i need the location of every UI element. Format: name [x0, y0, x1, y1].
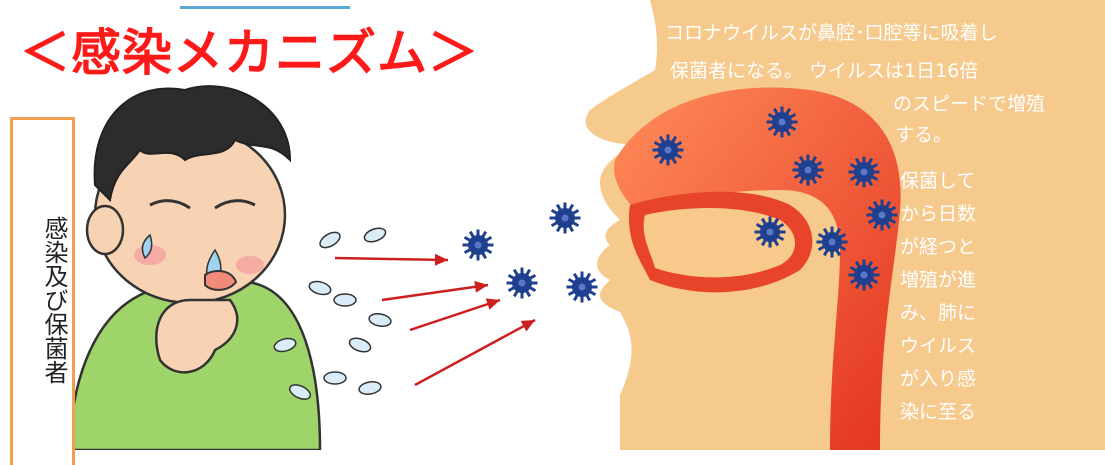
virus-icon	[507, 268, 538, 299]
droplet-icon	[368, 312, 392, 328]
virus-icon	[463, 230, 494, 261]
droplet-icon	[358, 380, 382, 396]
note-column-line: ウイルス	[900, 335, 1010, 368]
tongue	[644, 208, 795, 277]
sneezing-boy	[70, 86, 320, 450]
arrow-right-icon	[382, 281, 488, 300]
droplet-icon	[308, 279, 332, 296]
note-column-line: 染に至る	[900, 401, 1010, 434]
note-column-line: から日数	[900, 203, 1010, 236]
arrow-right-icon	[415, 320, 535, 385]
droplet-icon	[334, 294, 356, 306]
note-column-line: が経つと	[900, 236, 1010, 269]
boy-ear	[87, 206, 123, 254]
note-column-line: 増殖が進	[900, 269, 1010, 302]
note-column: 保菌して から日数 が経つと 増殖が進 み、肺に ウイルス が入り感 染に至る	[900, 170, 1010, 434]
arrow-group	[335, 254, 535, 385]
arrow-right-icon	[410, 298, 500, 330]
boy-cheek	[236, 256, 264, 274]
page-title: ＜感染メカニズム＞	[20, 28, 479, 78]
note-column-line: 保菌して	[900, 170, 1010, 203]
neck	[700, 291, 830, 450]
note-line-3: のスピードで増殖	[893, 93, 1093, 116]
virus-icon	[567, 272, 598, 303]
droplet-icon	[348, 336, 373, 355]
droplet-icon	[317, 229, 342, 250]
arrow-right-icon	[335, 254, 448, 266]
note-line-1: コロナウイルスが鼻腔･口腔等に吸着し	[665, 22, 1105, 45]
note-column-line: が入り感	[900, 368, 1010, 401]
side-label: 感染及び保菌者	[12, 165, 70, 435]
droplet-icon	[324, 372, 346, 384]
note-column-line: み、肺に	[900, 302, 1010, 335]
virus-icon	[550, 203, 581, 234]
droplet-icon	[363, 226, 388, 245]
boy-mouth	[205, 271, 236, 290]
note-line-4: する。	[895, 124, 1015, 147]
note-line-2: 保菌者になる。 ウイルスは1日16倍	[670, 60, 1090, 83]
